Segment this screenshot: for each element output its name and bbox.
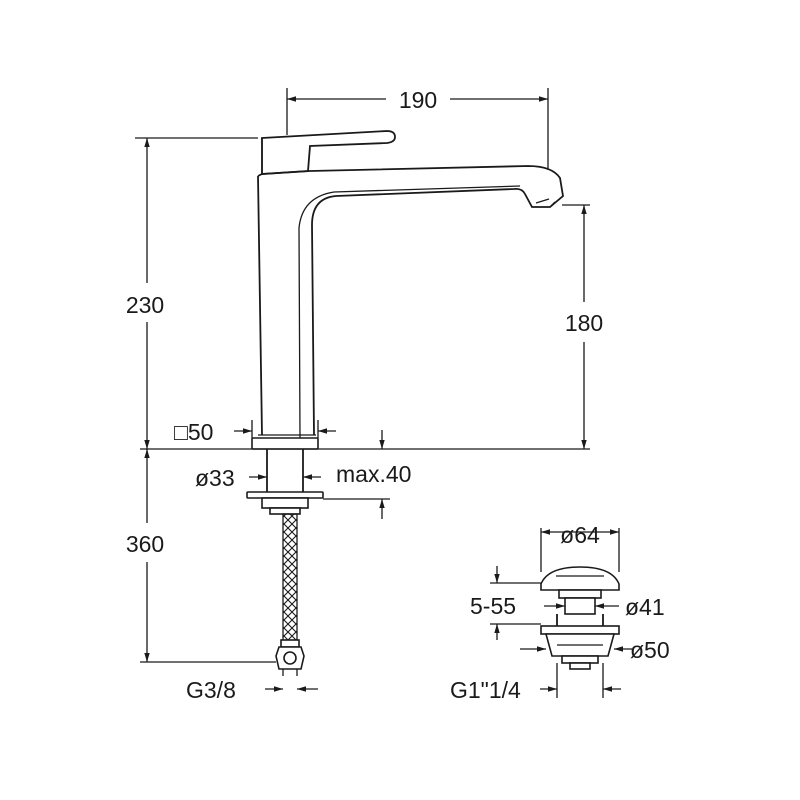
waste-cap — [540, 566, 620, 591]
faucet-drawing: 190 230 180 □50 ø33 — [126, 87, 603, 703]
faucet-handle — [261, 130, 396, 175]
dimension-cap-diameter: ø64 — [540, 522, 620, 572]
label-range: 5-55 — [470, 593, 516, 619]
dimension-base-square: □50 — [174, 419, 336, 445]
label-base-square: □50 — [174, 419, 213, 445]
waste-body — [564, 597, 596, 615]
dimension-total-height: 230 — [126, 137, 258, 449]
dimension-body-diameter: ø41 — [544, 594, 665, 620]
label-cap-diameter: ø64 — [560, 522, 600, 548]
dimension-hose-connection: G3/8 — [186, 677, 318, 703]
dimension-max-thickness: max.40 — [323, 430, 411, 519]
label-180: 180 — [565, 310, 603, 336]
dimension-hose-length: 360 — [126, 449, 276, 663]
dimension-spout-height: 180 — [562, 204, 603, 449]
label-230: 230 — [126, 292, 164, 318]
braided-hose — [275, 513, 305, 676]
dimension-spout-reach: 190 — [286, 87, 549, 170]
label-360: 360 — [126, 531, 164, 557]
dimension-flange-diameter: ø50 — [520, 637, 670, 663]
label-shank-diameter: ø33 — [195, 465, 235, 491]
label-max-thickness: max.40 — [336, 461, 411, 487]
label-flange-diameter: ø50 — [630, 637, 670, 663]
label-body-diameter: ø41 — [625, 594, 665, 620]
label-hose-connection: G3/8 — [186, 677, 236, 703]
label-190: 190 — [399, 87, 437, 113]
faucet-shank — [246, 449, 324, 515]
label-thread: G1"1/4 — [450, 677, 521, 703]
dimension-range: 5-55 — [470, 566, 541, 640]
faucet-base — [251, 434, 319, 450]
faucet-body — [257, 165, 564, 439]
dimension-shank-diameter: ø33 — [195, 465, 321, 491]
waste-drawing: ø64 5-55 ø41 ø50 G1"1/4 — [450, 522, 670, 703]
waste-flange — [540, 625, 620, 635]
dimension-thread: G1"1/4 — [450, 663, 621, 703]
